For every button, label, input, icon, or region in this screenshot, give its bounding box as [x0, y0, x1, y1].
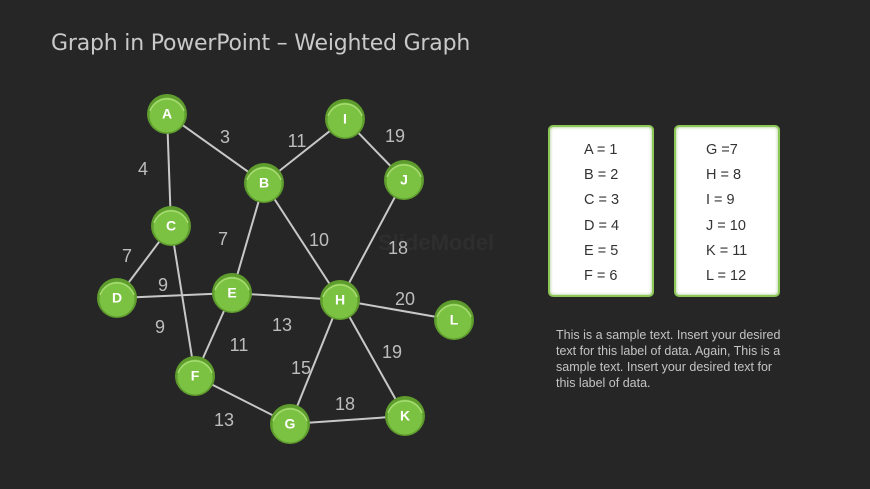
node-highlight	[386, 164, 422, 178]
legend-item: G =7	[706, 142, 738, 158]
node-c: C	[151, 206, 191, 246]
edge-weight-label: 19	[382, 342, 402, 362]
edge-weight-label: 11	[288, 131, 307, 151]
legend-item: K = 11	[706, 243, 748, 259]
edge-c-f	[170, 225, 196, 377]
node-g: G	[270, 404, 310, 444]
edge-j-h	[339, 179, 405, 301]
node-circle	[327, 102, 363, 138]
node-a: A	[147, 94, 187, 134]
legend-item: L = 12	[706, 268, 747, 284]
node-highlight	[327, 103, 363, 117]
node-circle	[322, 283, 358, 319]
node-label: G	[285, 416, 296, 432]
node-highlight	[272, 408, 308, 422]
edge-weight-label: 15	[291, 358, 311, 378]
edge-weight-label: 18	[335, 394, 355, 414]
node-label: F	[191, 368, 200, 384]
edge-weight-label: 3	[220, 127, 230, 147]
node-f: F	[175, 356, 215, 396]
node-highlight	[214, 277, 250, 291]
edge-weight-label: 11	[230, 335, 249, 355]
node-j: J	[384, 160, 424, 200]
node-label: H	[335, 292, 345, 308]
edge-weight-label: 10	[309, 230, 329, 250]
node-e: E	[212, 273, 252, 313]
slide-title: Graph in PowerPoint – Weighted Graph	[51, 31, 471, 56]
node-highlight	[99, 282, 135, 296]
node-circle	[177, 359, 213, 395]
node-label: I	[343, 111, 347, 127]
legend-box-a-to-f: A = 1 B = 2 C = 3 D = 4 E = 5 F = 6	[548, 125, 654, 297]
legend-item: I = 9	[706, 192, 735, 208]
edge-weight-label: 20	[395, 289, 415, 309]
edge-weight-label: 19	[385, 126, 405, 146]
node-label: B	[259, 175, 269, 191]
node-label: D	[112, 290, 122, 306]
edge-weight-label: 7	[122, 246, 132, 266]
node-circle	[99, 281, 135, 317]
graph-weights: 3 4 11 19 7 10 18 7 9 9 13 11 20 15 19 13 18	[122, 126, 415, 430]
description-text: This is a sample text. Insert your desir…	[556, 328, 781, 390]
edge-weight-label: 4	[138, 159, 148, 179]
edge-b-h	[263, 182, 341, 301]
node-highlight	[149, 98, 185, 112]
edge-weight-label: 7	[218, 229, 228, 249]
node-b: B	[244, 163, 284, 203]
node-label: L	[450, 312, 459, 328]
node-label: A	[162, 106, 172, 122]
node-circle	[149, 97, 185, 133]
node-highlight	[387, 400, 423, 414]
node-circle	[386, 163, 422, 199]
node-label: K	[400, 408, 410, 424]
node-circle	[436, 303, 472, 339]
legend-item: H = 8	[706, 167, 742, 183]
edge-weight-label: 18	[388, 238, 408, 258]
node-label: J	[400, 172, 408, 188]
legend-item: F = 6	[584, 268, 618, 284]
node-circle	[246, 166, 282, 202]
edge-h-g	[289, 299, 341, 425]
node-circle	[387, 399, 423, 435]
node-h: H	[320, 280, 360, 320]
node-label: E	[227, 285, 236, 301]
watermark: SlideModel	[378, 230, 494, 255]
legend-item: J = 10	[706, 218, 746, 234]
legend-item: C = 3	[584, 192, 620, 208]
edge-weight-label: 9	[158, 275, 168, 295]
legend-box-g-to-l: G =7 H = 8 I = 9 J = 10 K = 11 L = 12	[674, 125, 780, 297]
legend-item: B = 2	[584, 167, 619, 183]
node-circle	[214, 276, 250, 312]
node-highlight	[436, 304, 472, 318]
graph-nodes: A B C D E F G H I J K L	[97, 94, 474, 444]
node-highlight	[322, 284, 358, 298]
node-highlight	[246, 167, 282, 181]
node-label: C	[166, 218, 176, 234]
node-circle	[153, 209, 189, 245]
node-circle	[272, 407, 308, 443]
edge-weight-label: 9	[155, 317, 165, 337]
node-highlight	[177, 360, 213, 374]
node-highlight	[153, 210, 189, 224]
node-d: D	[97, 278, 137, 318]
legend-item: E = 5	[584, 243, 619, 259]
node-k: K	[385, 396, 425, 436]
node-l: L	[434, 300, 474, 340]
legend-item: D = 4	[584, 218, 620, 234]
legend-item: A = 1	[584, 142, 618, 158]
node-i: I	[325, 99, 365, 139]
edge-h-k	[339, 299, 406, 417]
edge-weight-label: 13	[214, 410, 234, 430]
edge-weight-label: 13	[272, 315, 292, 335]
